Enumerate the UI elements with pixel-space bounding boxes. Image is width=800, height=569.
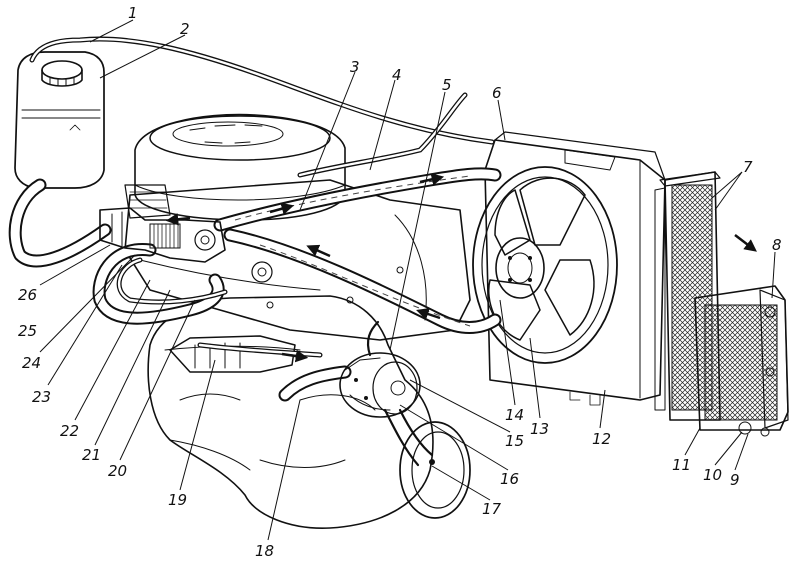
callout-labels: 1 2 3 4 5 6 7 8 9 10 11 12 13 14 15 16 1… <box>18 4 782 560</box>
radiator <box>654 171 789 437</box>
crankshaft-pulley <box>399 421 471 519</box>
callout-24: 24 <box>22 354 41 372</box>
callout-4: 4 <box>392 66 402 84</box>
callout-16: 16 <box>500 470 519 488</box>
callout-9: 9 <box>730 471 740 489</box>
callout-7: 7 <box>743 158 753 176</box>
callout-5: 5 <box>442 76 452 94</box>
callout-leaders <box>39 19 776 541</box>
callout-12: 12 <box>592 430 611 448</box>
callout-11: 11 <box>672 456 691 474</box>
callout-17: 17 <box>482 500 502 518</box>
callout-1: 1 <box>128 4 138 22</box>
water-pump <box>339 352 421 418</box>
callout-3: 3 <box>350 58 360 76</box>
callout-19: 19 <box>168 491 187 509</box>
callout-8: 8 <box>772 236 782 254</box>
callout-6: 6 <box>492 84 502 102</box>
callout-23: 23 <box>32 388 51 406</box>
callout-14: 14 <box>505 406 524 424</box>
hoses <box>8 36 502 402</box>
drive-belt <box>366 320 434 467</box>
expansion-tank <box>14 51 105 189</box>
engine-block <box>147 295 434 529</box>
callout-20: 20 <box>108 462 127 480</box>
thermostat-housing <box>99 207 226 263</box>
callout-2: 2 <box>180 20 190 38</box>
callout-15: 15 <box>505 432 524 450</box>
callout-13: 13 <box>530 420 549 438</box>
callout-10: 10 <box>703 466 722 484</box>
callout-25: 25 <box>18 322 37 340</box>
callout-18: 18 <box>255 542 274 560</box>
callout-26: 26 <box>18 286 37 304</box>
callout-22: 22 <box>60 422 79 440</box>
cooling-fan <box>472 166 618 364</box>
callout-21: 21 <box>82 446 101 464</box>
fan-shroud <box>484 131 666 406</box>
